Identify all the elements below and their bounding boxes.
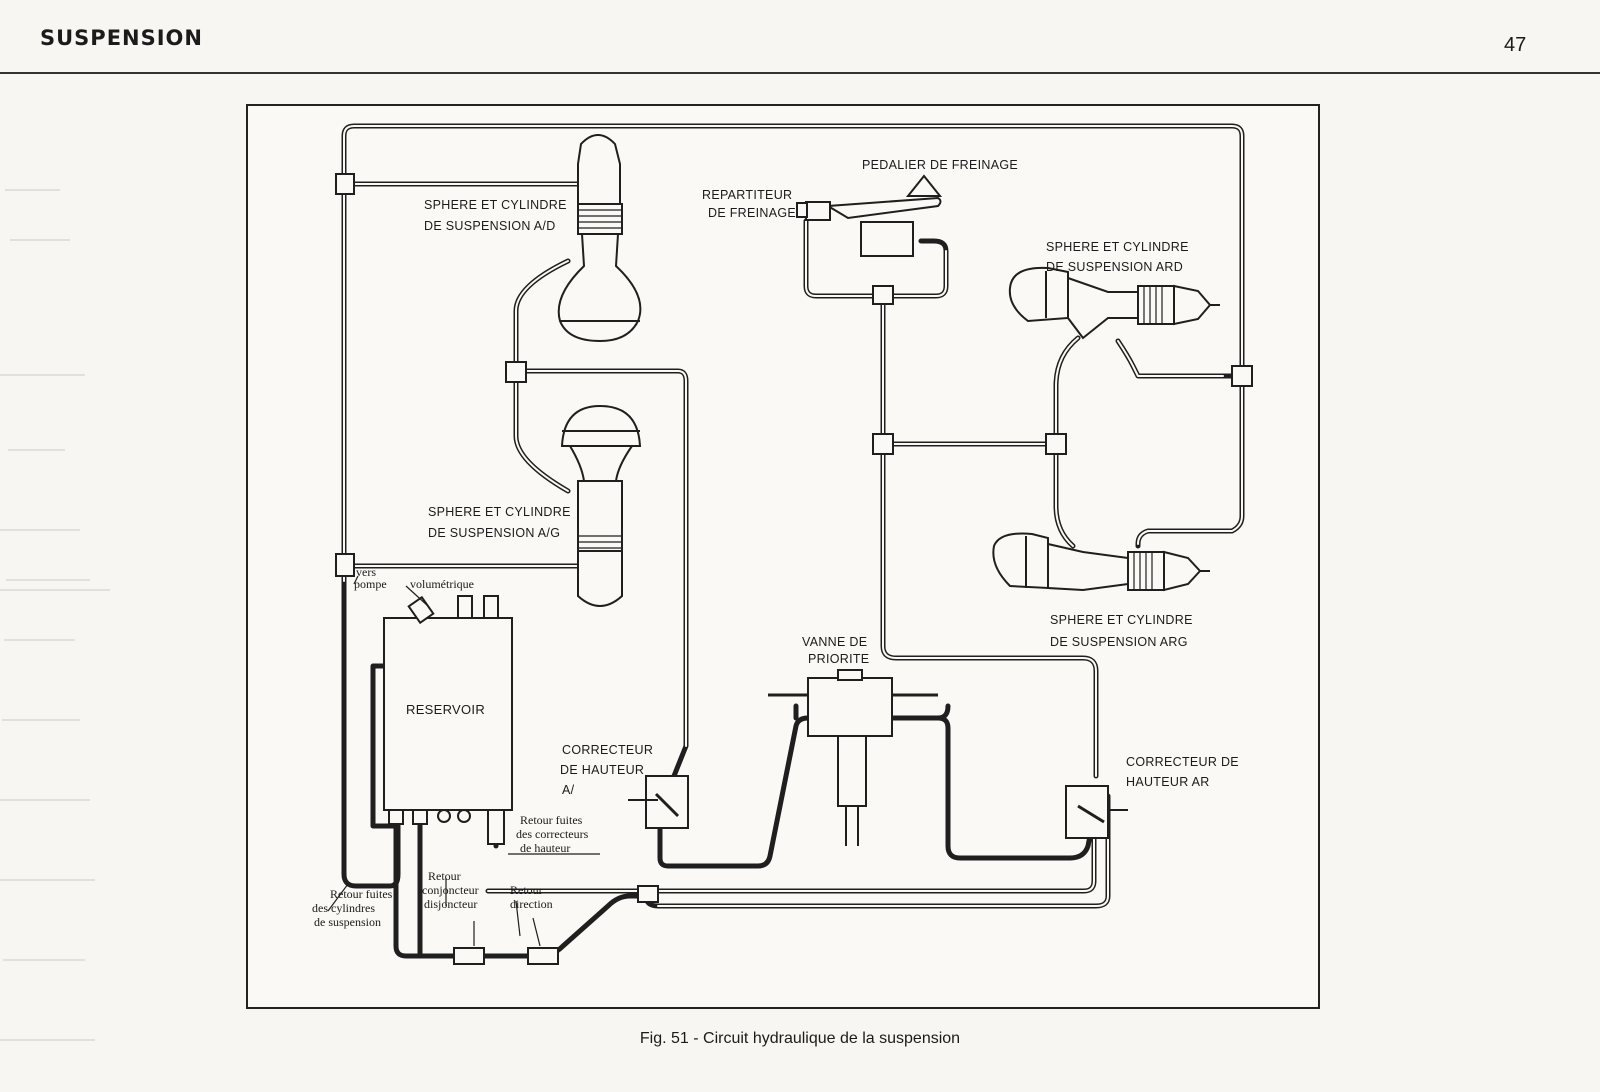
label-sphere-ag-1: SPHERE ET CYLINDRE: [428, 505, 571, 519]
sphere-cylinder-ard: [1008, 266, 1220, 340]
label-repartiteur-1: REPARTITEUR: [702, 188, 792, 202]
label-sphere-ad-1: SPHERE ET CYLINDRE: [424, 198, 567, 212]
bleed-through-noise: [0, 189, 110, 1041]
page-header-title: SUSPENSION: [40, 26, 203, 50]
label-sphere-ard-1: SPHERE ET CYLINDRE: [1046, 240, 1189, 254]
label-sphere-arg-2: DE SUSPENSION ARG: [1050, 635, 1188, 649]
label-correcteur-ar-2: HAUTEUR AR: [1126, 775, 1210, 789]
label-pedalier: PEDALIER DE FREINAGE: [862, 158, 1018, 172]
height-corrector-rear: [1065, 785, 1128, 839]
figure-caption: Fig. 51 - Circuit hydraulique de la susp…: [639, 1030, 961, 1047]
label-retour-fuites-corr-2: des correcteurs: [516, 827, 589, 841]
page-number: 47: [1504, 34, 1527, 56]
label-sphere-ag-2: DE SUSPENSION A/G: [428, 526, 560, 540]
label-leaders: [327, 575, 600, 947]
label-vanne-1: VANNE DE: [802, 635, 867, 649]
label-correcteur-av-3: A/: [562, 783, 575, 797]
sphere-cylinder-arg: [992, 532, 1210, 592]
label-retour-cyl-2: des cylindres: [312, 901, 375, 915]
reservoir: [383, 595, 513, 845]
label-retour-fuites-corr-1: Retour fuites: [520, 813, 583, 827]
label-retour-conj-3: disjoncteur: [424, 897, 477, 911]
label-retour-fuites-corr-3: de hauteur: [520, 841, 570, 855]
pipe-inner-highlights: [343, 125, 1243, 907]
sphere-cylinder-ad: [557, 134, 642, 343]
priority-valve: [768, 669, 938, 846]
label-retour-dir-1: Retour: [510, 883, 543, 897]
diagram-labels: PEDALIER DE FREINAGE REPARTITEUR DE FREI…: [312, 158, 1239, 929]
label-volumetrique: volumétrique: [410, 577, 474, 591]
label-correcteur-av-1: CORRECTEUR: [562, 743, 653, 757]
brake-pedal-assembly: [796, 174, 943, 257]
label-retour-conj-2: conjoncteur: [422, 883, 479, 897]
label-sphere-ad-2: DE SUSPENSION A/D: [424, 219, 556, 233]
label-vers: vers: [356, 565, 376, 579]
label-reservoir: RESERVOIR: [406, 702, 485, 717]
tee-junctions: [335, 173, 1253, 965]
label-retour-cyl-1: Retour fuites: [330, 887, 393, 901]
label-correcteur-av-2: DE HAUTEUR: [560, 763, 644, 777]
header-rule: [0, 72, 1600, 74]
label-correcteur-ar-1: CORRECTEUR DE: [1126, 755, 1239, 769]
label-retour-dir-2: direction: [510, 897, 553, 911]
height-corrector-front: [628, 775, 689, 829]
sphere-cylinder-ag: [560, 404, 642, 607]
label-sphere-ard-2: DE SUSPENSION ARD: [1046, 260, 1183, 274]
hydraulic-circuit-figure: PEDALIER DE FREINAGE REPARTITEUR DE FREI…: [246, 104, 1320, 1009]
label-sphere-arg-1: SPHERE ET CYLINDRE: [1050, 613, 1193, 627]
label-repartiteur-2: DE FREINAGE: [708, 206, 796, 220]
label-retour-conj-1: Retour: [428, 869, 461, 883]
label-pompe: pompe: [354, 577, 387, 591]
label-retour-cyl-3: de suspension: [314, 915, 381, 929]
label-vanne-2: PRIORITE: [808, 652, 869, 666]
